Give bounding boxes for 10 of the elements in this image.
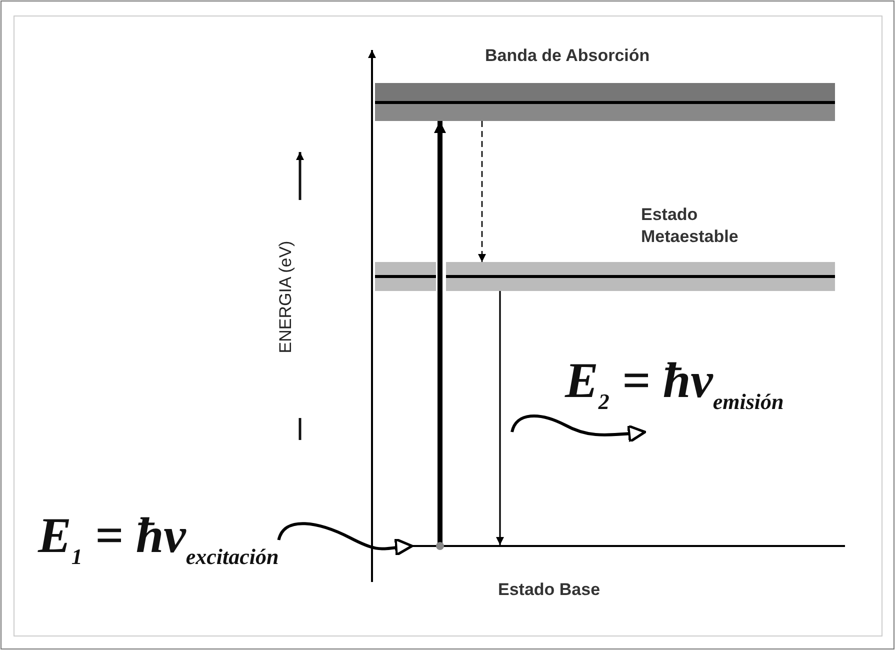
level-label: Banda de Absorción [485,45,650,67]
transition-arrow [434,121,446,545]
formula: E$_{1}$ = ħν$_{excitación}$ [38,510,279,568]
level-label: Estado Metaestable [641,204,740,248]
photon-wave-arrow [277,522,414,557]
axis-label: ENERGIA (eV) [276,240,296,354]
formula: E$_{2}$ = ħν$_{emisión}$ [565,355,784,414]
level-label: Estado Base [498,579,600,601]
transition-arrow [496,291,504,545]
relaxation-arrow [478,121,486,262]
